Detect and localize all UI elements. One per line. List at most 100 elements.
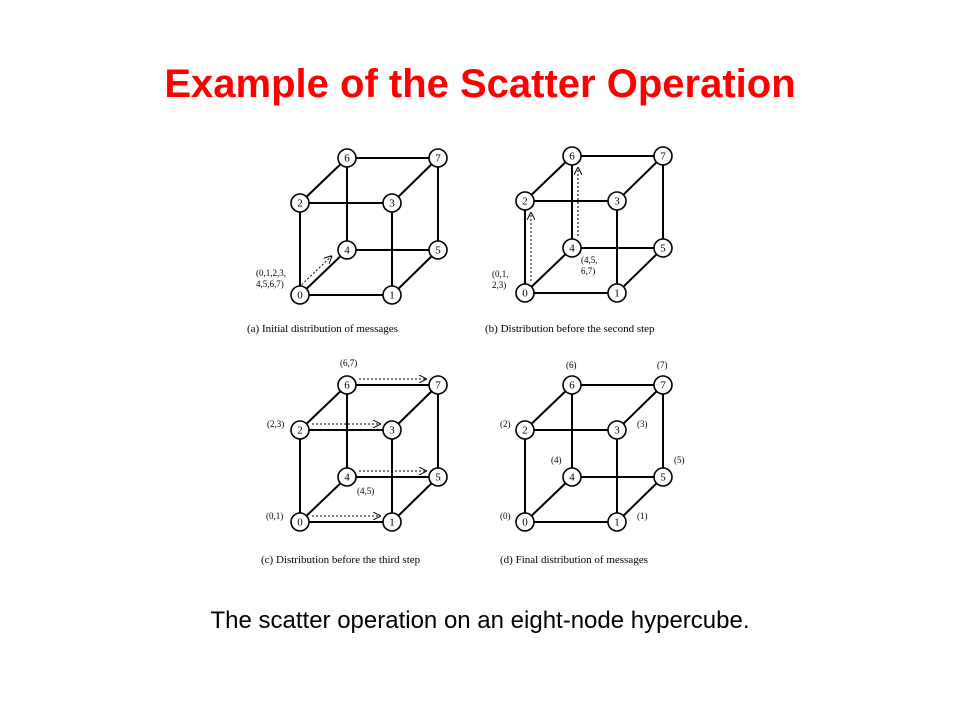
- edge-1-5: [616, 476, 664, 523]
- node-0-circle: [290, 285, 310, 305]
- edge-3-7: [391, 384, 439, 431]
- node-3-label: 3: [614, 196, 620, 208]
- message-annotation: (4,5): [357, 486, 374, 496]
- message-arrow-0-to-4: [301, 256, 332, 286]
- node-6-circle: [337, 375, 357, 395]
- message-annotation: (0): [500, 511, 511, 521]
- message-annotation: 6,7): [581, 266, 595, 276]
- node-0-label: 0: [297, 290, 303, 302]
- node-1-circle: [382, 285, 402, 305]
- edge-2-6: [299, 157, 348, 204]
- node-1-circle: [607, 512, 627, 532]
- panel-caption: (c) Distribution before the third step: [261, 554, 421, 566]
- node-2-circle: [290, 193, 310, 213]
- node-0-label: 0: [522, 517, 528, 529]
- edge-2-6: [524, 384, 573, 431]
- edge-0-4: [524, 247, 573, 294]
- edge-0-4: [524, 476, 573, 523]
- node-2-label: 2: [297, 425, 303, 437]
- node-2-label: 2: [297, 198, 303, 210]
- message-annotation: 2,3): [492, 280, 506, 290]
- node-4-circle: [562, 238, 582, 258]
- node-7-label: 7: [435, 153, 441, 165]
- edge-3-7: [616, 384, 664, 431]
- node-7-circle: [653, 146, 673, 166]
- node-6-label: 6: [569, 151, 575, 163]
- message-annotation: (4,5,: [581, 255, 598, 265]
- node-7-circle: [428, 375, 448, 395]
- message-annotation: (2): [500, 419, 511, 429]
- node-1-label: 1: [389, 517, 395, 529]
- edge-3-7: [391, 157, 439, 204]
- message-annotation: (0,1): [266, 511, 283, 521]
- node-7-label: 7: [660, 151, 666, 163]
- node-2-label: 2: [522, 196, 528, 208]
- slide-caption: The scatter operation on an eight-node h…: [210, 607, 750, 634]
- message-annotation: (6): [566, 360, 577, 370]
- node-4-label: 4: [344, 245, 350, 257]
- node-0-label: 0: [297, 517, 303, 529]
- edge-0-4: [299, 476, 348, 523]
- node-5-circle: [653, 467, 673, 487]
- panel-b: 0 1 2 3 4 5 6 7 (0,1,2,3) (4,5,6,7) (b) Distributi…: [485, 146, 673, 335]
- node-5-circle: [653, 238, 673, 258]
- node-1-circle: [382, 512, 402, 532]
- node-6-label: 6: [569, 380, 575, 392]
- node-3-circle: [382, 420, 402, 440]
- node-7-circle: [653, 375, 673, 395]
- edge-1-5: [391, 476, 439, 523]
- message-annotation: (5): [674, 455, 685, 465]
- panel-caption: (b) Distribution before the second step: [485, 323, 655, 335]
- node-5-label: 5: [435, 472, 441, 484]
- node-2-circle: [290, 420, 310, 440]
- message-annotation: (2,3): [267, 419, 284, 429]
- edge-1-5: [616, 247, 664, 294]
- node-1-label: 1: [614, 288, 620, 300]
- node-4-circle: [337, 240, 357, 260]
- message-annotation: (4): [551, 455, 562, 465]
- node-5-label: 5: [435, 245, 441, 257]
- edge-2-6: [524, 155, 573, 202]
- node-0-label: 0: [522, 288, 528, 300]
- node-5-circle: [428, 240, 448, 260]
- node-4-circle: [562, 467, 582, 487]
- node-4-label: 4: [569, 472, 575, 484]
- edge-2-6: [299, 384, 348, 431]
- node-3-label: 3: [614, 425, 620, 437]
- panel-caption: (d) Final distribution of messages: [500, 554, 648, 566]
- slide-title: Example of the Scatter Operation: [164, 62, 796, 106]
- node-3-label: 3: [389, 198, 395, 210]
- message-annotation: (6,7): [340, 358, 357, 368]
- panel-caption: (a) Initial distribution of messages: [247, 323, 398, 335]
- node-3-circle: [607, 420, 627, 440]
- node-3-circle: [607, 191, 627, 211]
- node-5-circle: [428, 467, 448, 487]
- node-3-circle: [382, 193, 402, 213]
- node-3-label: 3: [389, 425, 395, 437]
- node-7-circle: [428, 148, 448, 168]
- node-6-label: 6: [344, 153, 350, 165]
- node-5-label: 5: [660, 243, 666, 255]
- node-1-label: 1: [389, 290, 395, 302]
- message-annotation: (3): [637, 419, 648, 429]
- message-annotation: (1): [637, 511, 648, 521]
- node-2-label: 2: [522, 425, 528, 437]
- node-4-label: 4: [569, 243, 575, 255]
- node-6-label: 6: [344, 380, 350, 392]
- node-6-circle: [562, 375, 582, 395]
- edge-3-7: [616, 155, 664, 202]
- node-1-label: 1: [614, 517, 620, 529]
- edge-1-5: [391, 249, 439, 296]
- message-annotation: (0,1,: [492, 269, 509, 279]
- node-0-circle: [515, 283, 535, 303]
- message-annotation: 4,5,6,7): [256, 279, 284, 289]
- node-0-circle: [515, 512, 535, 532]
- node-4-label: 4: [344, 472, 350, 484]
- node-7-label: 7: [435, 380, 441, 392]
- node-2-circle: [515, 420, 535, 440]
- node-6-circle: [337, 148, 357, 168]
- node-2-circle: [515, 191, 535, 211]
